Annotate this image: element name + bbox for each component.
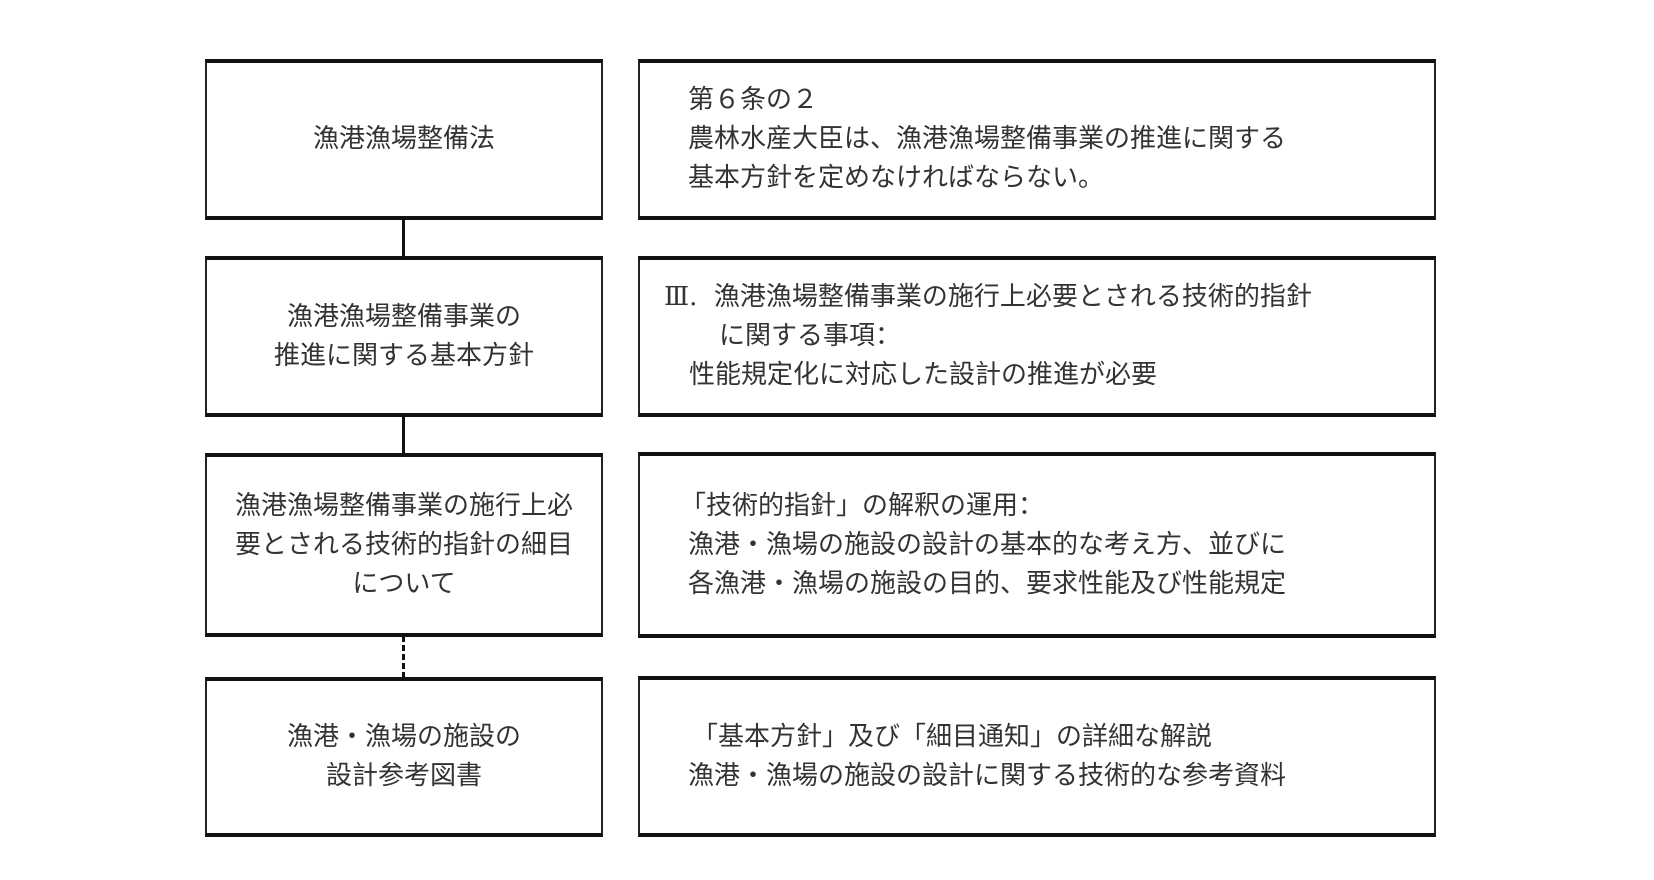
- box-text: Ⅲ. 漁港漁場整備事業の施行上必要とされる技術的指針: [664, 282, 1312, 312]
- box-technical-guideline-details: 漁港漁場整備事業の施行上必 要とされる技術的指針の細目 について: [205, 453, 603, 637]
- box-text: 基本方針を定めなければならない。: [688, 163, 1105, 193]
- box-text: 漁港・漁場の施設の設計に関する技術的な参考資料: [688, 760, 1287, 791]
- box-design-reference: 漁港・漁場の施設の 設計参考図書: [205, 677, 603, 837]
- box-text: 要とされる技術的指針の細目: [234, 529, 573, 560]
- box-text: 農林水産大臣は、漁港漁場整備事業の推進に関する: [688, 124, 1287, 154]
- box-text: 「技術的指針」の解釈の運用：: [680, 490, 1045, 521]
- box-text: 漁港・漁場の施設の: [286, 722, 521, 752]
- box-article-6-2: 第６条の２ 農林水産大臣は、漁港漁場整備事業の推進に関する 基本方針を定めなけれ…: [638, 59, 1436, 220]
- box-text: について: [352, 568, 456, 599]
- dashed-connector-3-4: [402, 636, 405, 678]
- box-section-iii: Ⅲ. 漁港漁場整備事業の施行上必要とされる技術的指針 に関する事項： 性能規定化…: [638, 256, 1436, 417]
- box-text: 漁港・漁場の施設の設計の基本的な考え方、並びに: [688, 529, 1287, 560]
- connector-line-2-3: [402, 416, 405, 454]
- box-text: 漁港漁場整備事業の施行上必: [234, 490, 573, 521]
- box-text: 漁港漁場整備事業の: [286, 301, 521, 332]
- box-text: 各漁港・漁場の施設の目的、要求性能及び性能規定: [688, 568, 1287, 599]
- box-fishery-law: 漁港漁場整備法: [205, 59, 603, 220]
- box-text: 設計参考図書: [325, 761, 482, 791]
- box-text: 性能規定化に対応した設計の推進が必要: [689, 360, 1158, 390]
- box-guideline-interpretation: 「技術的指針」の解釈の運用： 漁港・漁場の施設の設計の基本的な考え方、並びに 各…: [638, 452, 1436, 638]
- box-detailed-explanation: 「基本方針」及び「細目通知」の詳細な解説 漁港・漁場の施設の設計に関する技術的な…: [638, 676, 1436, 837]
- connector-line-1-2: [402, 218, 405, 257]
- box-text: 漁港漁場整備法: [312, 124, 495, 154]
- box-text: 第６条の２: [688, 85, 819, 115]
- box-text: 「基本方針」及び「細目通知」の詳細な解説: [692, 721, 1213, 752]
- box-basic-policy: 漁港漁場整備事業の 推進に関する基本方針: [205, 256, 603, 417]
- box-text: に関する事項：: [719, 321, 902, 351]
- box-text: 推進に関する基本方針: [273, 340, 534, 371]
